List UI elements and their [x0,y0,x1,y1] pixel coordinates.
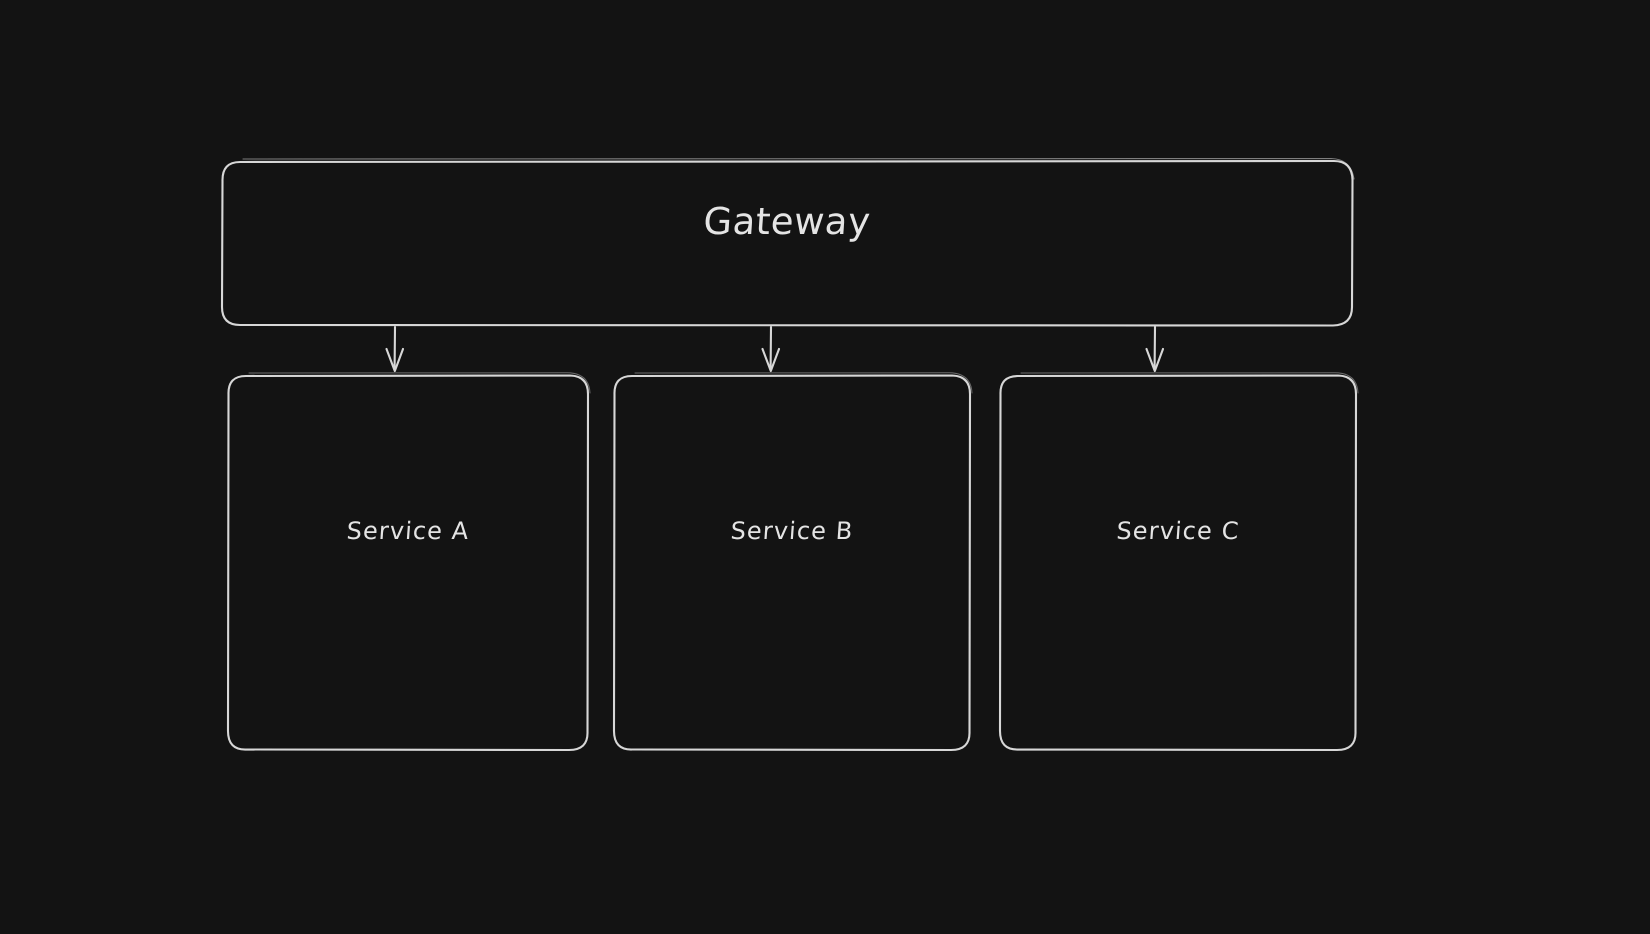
edge-gateway-service-b[interactable] [761,325,781,373]
node-service-a-shape[interactable] [226,372,591,752]
node-gateway-shape[interactable] [220,157,1355,327]
edge-gateway-service-a[interactable] [385,325,405,373]
node-label-gateway: Gateway [702,200,872,243]
node-label-service-c: Service C [1115,517,1241,545]
node-label-service-a: Service A [345,517,471,545]
node-service-b-shape[interactable] [612,372,973,752]
edge-gateway-service-c[interactable] [1145,325,1165,373]
node-service-c-shape[interactable] [998,372,1359,752]
node-label-service-b: Service B [729,517,855,545]
